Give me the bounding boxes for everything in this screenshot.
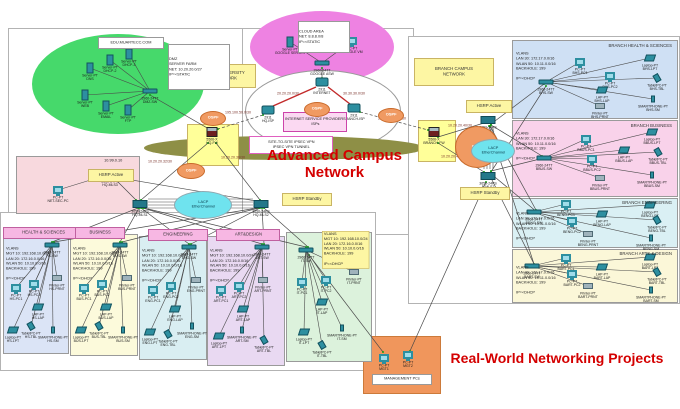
info-cloud-info: CLOUD AREA NET: 8.8.8.0/8 IP=<STATIC [298, 21, 350, 53]
bhs-device-bhs-sm-phone-icon[interactable] [651, 95, 655, 103]
beng-device-beng-prnt-printer-icon[interactable] [583, 231, 593, 237]
core-device-hq-isp-router-icon[interactable] [261, 105, 275, 115]
info-netsec-ip: 10.99.0.10 [103, 159, 123, 164]
bottom-banner: Real-World Networking Projects [450, 350, 664, 366]
core-device-branch-fw-firewall-icon[interactable] [428, 127, 440, 137]
dmz-device-dns-server-icon[interactable] [86, 62, 94, 74]
bbus-device-bbus-pc1-pc-icon[interactable] [581, 135, 591, 145]
core-device-hq-mls1-switch-icon[interactable] [132, 200, 148, 208]
bhs-device-bhs-prnt-printer-icon[interactable] [595, 103, 605, 109]
group-header-bus: BUSINESS [75, 227, 125, 239]
dmz-device-ftp-server-icon[interactable] [124, 104, 132, 116]
bart-device-bart-sm-phone-icon[interactable] [649, 286, 653, 294]
ospf-badge: OSPF [177, 163, 205, 179]
bus-device-bus-sm-phone-icon[interactable] [121, 326, 125, 334]
group-header-bart: BRANCH ARTS & DESIGN [619, 252, 672, 257]
it-device-it-sm-phone-icon[interactable] [340, 324, 344, 332]
campus-title-line2: Network [304, 163, 365, 181]
group-header-hs: HEALTH & SCIENCES [3, 227, 85, 239]
eng-device-eng-sm-phone-icon[interactable] [190, 322, 194, 330]
zone-label-hsrp-standby-br: HSRP Standby [460, 187, 510, 200]
link-label: 10.20.20.36/30 [221, 156, 246, 160]
eng-device-eng-pc1-pc-icon[interactable] [148, 286, 158, 296]
bus-device-bus-pc1-pc-icon[interactable] [79, 284, 89, 294]
it-device-it-sw-switch-icon[interactable] [298, 247, 314, 253]
zone-label-hsrp-active-br: HSRP Active [466, 100, 512, 113]
art-device-art-pc1-pc-icon[interactable] [216, 286, 226, 296]
vlan-list-bus: VLANS MGT 10: 192.168.10.0/24 LAN 20: 17… [73, 247, 117, 281]
eng-device-eng-prnt-printer-icon[interactable] [191, 277, 201, 283]
cloud-device-google-asw-switch-icon[interactable] [314, 60, 330, 66]
zone-label-hsrp-standby-hq: HSRP Standby [282, 193, 332, 206]
dmz-device-dhcp-2-server-icon[interactable] [106, 54, 114, 66]
hs-device-hs-pc1-pc-icon[interactable] [11, 284, 21, 294]
art-device-art-sw-switch-icon[interactable] [254, 244, 270, 250]
bbus-device-bbus-pc2-pc-icon[interactable] [587, 155, 597, 165]
it-device-it-prnt-printer-icon[interactable] [349, 269, 359, 275]
bhs-device-bhs-pc2-pc-icon[interactable] [605, 72, 615, 82]
core-device-b-mls1-switch-icon[interactable] [480, 116, 496, 124]
beng-device-beng-sm-phone-icon[interactable] [649, 234, 653, 242]
campus-title-line1: Advanced Campus [266, 147, 403, 164]
core-device-hq-fw-firewall-icon[interactable] [206, 127, 218, 137]
core-device-b-mls2-switch-icon[interactable] [480, 172, 496, 180]
bart-device-bart-prnt-printer-icon[interactable] [583, 283, 593, 289]
group-header-beng: BRANCH ENGINEERING [622, 201, 672, 206]
ospf-badge: OSPF [200, 110, 226, 126]
beng-device-beng-pc2-pc-icon[interactable] [567, 217, 577, 227]
campus-title: Advanced Campus Network [252, 147, 417, 182]
link-label: 10.20.20.32/30 [148, 160, 173, 164]
mgmt-device-mgt1-pc-icon[interactable] [379, 354, 389, 364]
it-device-it-pc2-pc-icon[interactable] [321, 276, 331, 286]
bbus-device-bbus-prnt-printer-icon[interactable] [595, 175, 605, 181]
lacp-badge: LACP EtherChannel [174, 191, 232, 219]
vlan-list-hs: VLANS MGT 10: 192.168.10.0/24 LAN 20: 17… [6, 247, 50, 281]
info-vpn-label: SITE-TO-SITE IPSEC VPN IPSEC VPN TUNNEL [249, 136, 333, 154]
info-mgmt-label: MANAGEMENT PCs [372, 374, 432, 385]
dmz-device-web-server-icon[interactable] [81, 89, 89, 101]
mgmt-device-mgt2-pc-icon[interactable] [403, 351, 413, 361]
core-device-internet-router-icon[interactable] [315, 77, 329, 87]
vlan-list-bbus: VLANS LAN 30: 172.17.0.0/16 WLAN 50: 10.… [516, 132, 556, 161]
cloud-device-google-server-server-icon[interactable] [286, 36, 294, 48]
bart-device-bart-pc2-pc-icon[interactable] [567, 270, 577, 280]
it-device-it-pc1-pc-icon[interactable] [297, 278, 307, 288]
dmz-device-dmz-sw-switch-icon[interactable] [142, 88, 158, 94]
ospf-badge: OSPF [304, 101, 330, 117]
group-header-art: ART&DESIGN [216, 229, 280, 241]
bbus-device-bbus-sm-phone-icon[interactable] [650, 171, 654, 179]
netsec-device-net-sec-pc-pc-icon[interactable] [53, 186, 63, 196]
vlan-list-art: VLANS MGT 10: 192.168.10.0/24 LAN 20: 17… [210, 249, 254, 283]
info-domain-label: EDU.MUARTECC.COM [98, 37, 164, 49]
link-label: 30.30.30.0/30 [343, 92, 366, 96]
info-dmz-info: DMZ SERVER FARM NET: 10.20.20.0/27 IP=<S… [168, 44, 230, 90]
dmz-device-email-server-icon[interactable] [102, 100, 110, 112]
hs-device-hs-prnt-printer-icon[interactable] [52, 275, 62, 281]
hs-device-hs-sm-phone-icon[interactable] [51, 326, 55, 334]
vlan-list-eng: VLANS MGT 10: 192.168.10.0/24 LAN 20: 17… [142, 249, 186, 283]
vlan-list-bart: VLANS LAN 30: 172.17.0.0/16 WLAN 50: 10.… [516, 266, 556, 295]
core-device-branch-isp-router-icon[interactable] [347, 103, 361, 113]
zone-label-branch-campus: BRANCH CAMPUS NETWORK [414, 58, 494, 86]
lacp-badge: LACP EtherChannel [471, 139, 515, 163]
art-device-art-prnt-printer-icon[interactable] [258, 277, 268, 283]
core-device-hq-mls2-switch-icon[interactable] [253, 200, 269, 208]
group-header-bbus: BRANCH BUSINESS [630, 124, 672, 129]
zone-label-hsrp-active-hq: HSRP Active [88, 169, 134, 182]
group-body-mgmt [363, 336, 441, 394]
bhs-device-bhs-pc1-pc-icon[interactable] [575, 58, 585, 68]
group-header-eng: ENGINEERING [148, 229, 208, 241]
ospf-badge: OSPF [378, 107, 404, 123]
bus-device-bus-prnt-printer-icon[interactable] [122, 275, 132, 281]
link-label: 20.20.20.0/30 [277, 92, 300, 96]
dmz-device-dhcp-3-server-icon[interactable] [125, 48, 133, 60]
vlan-list-bhs: VLANS LAN 30: 172.17.0.0/16 WLAN 50: 10.… [516, 52, 556, 81]
link-label: 195.100.50.0/30 [225, 111, 252, 115]
vlan-list-it: VLANS MGT 10: 192.168.10.0/24 LAN 20: 17… [322, 231, 370, 269]
group-header-bhs: BRANCH HEALTH & SCIENCES [608, 44, 672, 49]
art-device-art-sm-phone-icon[interactable] [240, 326, 244, 334]
vlan-list-beng: VLANS LAN 30: 172.17.0.0/16 WLAN 50: 10.… [516, 212, 556, 241]
info-isp-box: INTERNET SERVICE PROVIDERS ISPs [283, 112, 347, 132]
